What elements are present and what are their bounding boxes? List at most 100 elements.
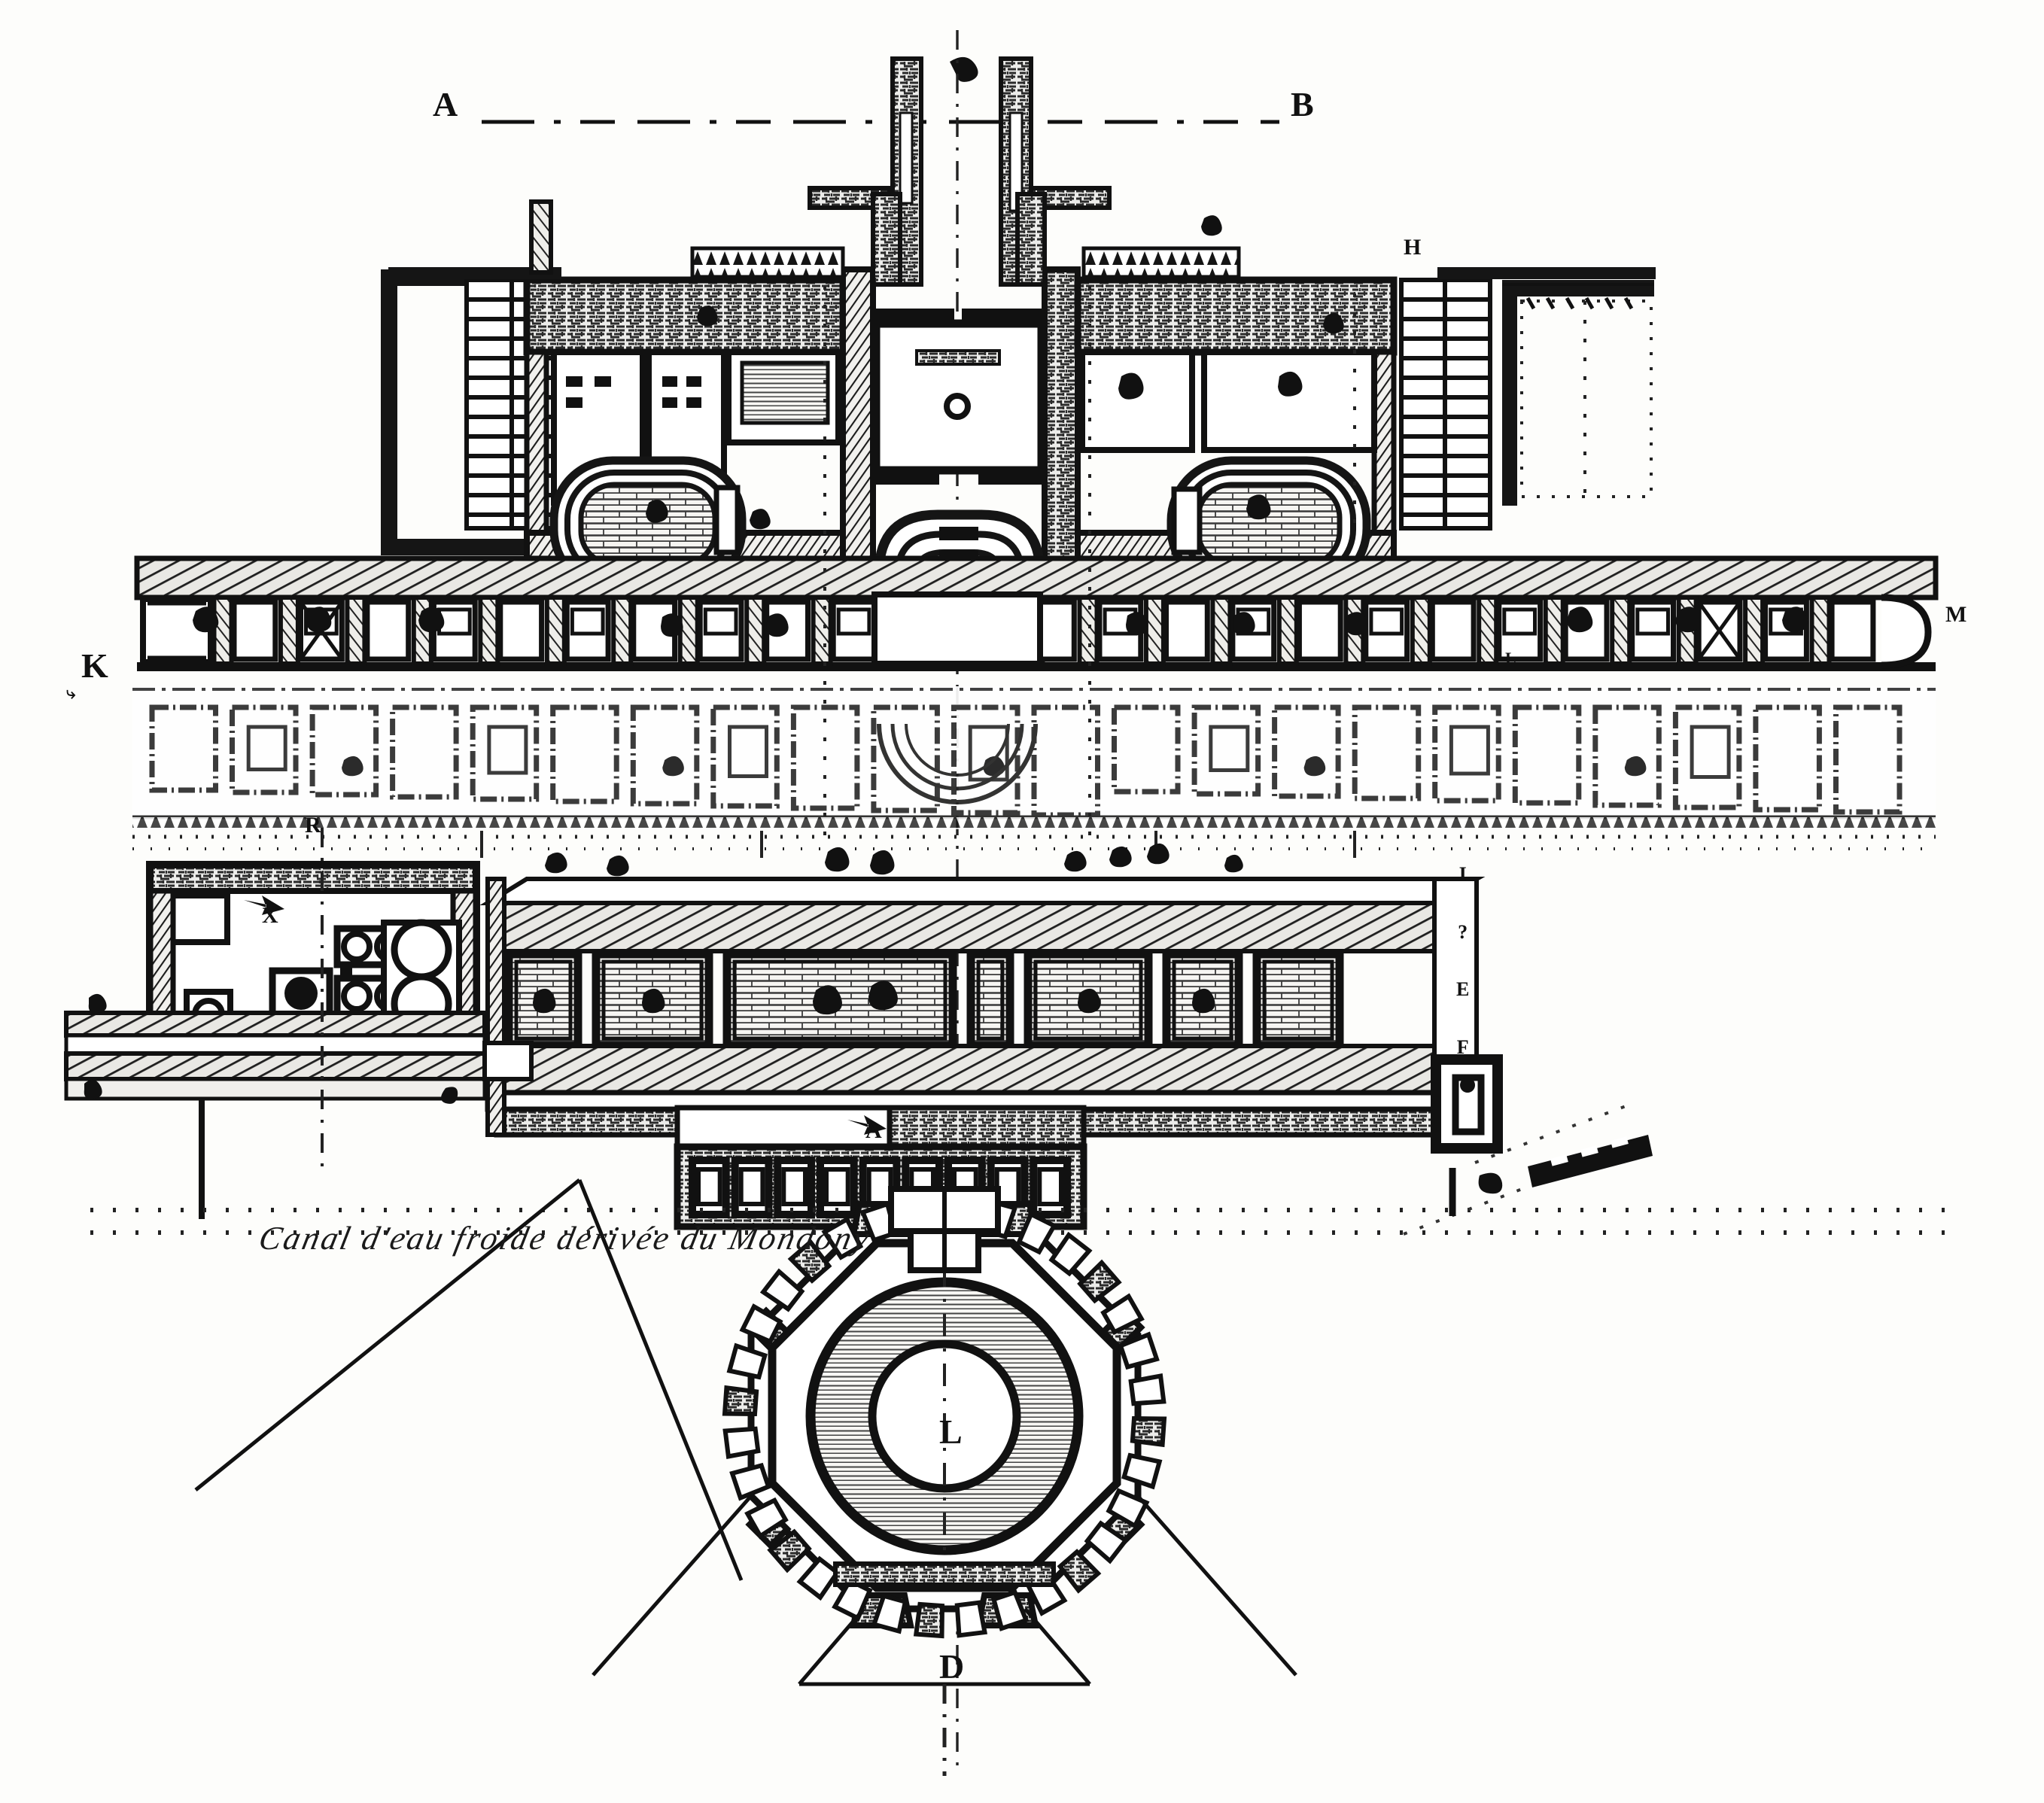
octagon-voussoir <box>913 1601 945 1639</box>
canal-caption: Canal d'eau froide dérivée du Mondony <box>255 1220 874 1257</box>
lower-room <box>390 704 459 800</box>
pool-figure-glyph <box>868 981 898 1011</box>
gallery-pier <box>1143 595 1166 666</box>
lower-room <box>149 704 218 793</box>
site-dotted-boundaries <box>132 286 1936 858</box>
label-m: M <box>1945 602 1967 627</box>
gallery-pier <box>478 595 500 666</box>
gallery-window <box>1369 607 1404 636</box>
gallery-window <box>1502 607 1538 636</box>
pool-figure-glyph <box>642 988 665 1014</box>
gallery-pier <box>1809 595 1832 666</box>
label-k: K <box>81 646 109 685</box>
lower-room <box>1753 704 1822 813</box>
gallery-pier <box>1276 595 1299 666</box>
scale-bar-detail <box>1528 1135 1653 1187</box>
furnace-boiler-block <box>146 861 480 1060</box>
octagon-voussoir <box>726 1342 768 1380</box>
central-upper-room <box>871 309 1046 485</box>
small-cell-inner <box>696 1167 722 1206</box>
octagon-voussoir <box>722 1385 759 1417</box>
bath-pool-rim <box>1033 959 1143 1041</box>
plan-figure-glyphs <box>193 215 1808 637</box>
gallery-pier <box>744 595 767 666</box>
gallery-pier <box>211 595 234 666</box>
middle-pool-hall <box>479 843 1486 1138</box>
label-k-tick: ⤷ <box>66 683 76 702</box>
octagon-voussoir <box>1118 1331 1160 1370</box>
gallery-pier <box>278 595 300 666</box>
label-section-a-left: A <box>433 85 458 123</box>
lower-room-inner <box>487 725 528 775</box>
label-l-octagon: L <box>939 1412 963 1451</box>
lower-room-strip <box>132 686 1936 829</box>
octagon-voussoir <box>739 1303 783 1345</box>
octagon-voussoir <box>821 1216 864 1260</box>
octagon-voussoir <box>990 1589 1030 1631</box>
bath-pool-rim <box>601 959 704 1041</box>
bath-pool <box>1252 950 1344 1050</box>
arcaded-gallery-band <box>134 555 1939 671</box>
bath-pool-rim <box>514 959 573 1041</box>
lower-room <box>1112 704 1181 795</box>
lower-room-inner <box>1209 725 1250 772</box>
bath-pool-rim <box>1262 959 1334 1041</box>
room-figure-glyph <box>1303 756 1326 777</box>
lower-room <box>550 704 619 804</box>
gallery-pier <box>1610 595 1632 666</box>
edge-letter: E <box>1456 978 1470 1001</box>
gallery-pier <box>1210 595 1233 666</box>
lower-room <box>1512 704 1582 806</box>
pool-figure-glyph <box>533 988 556 1014</box>
gallery-pier <box>1410 595 1432 666</box>
gallery-pier <box>345 595 367 666</box>
gallery-bay <box>1429 599 1477 662</box>
gallery-window <box>570 607 605 636</box>
lower-room <box>630 704 700 807</box>
octagon-voussoir <box>759 1268 805 1312</box>
gallery-bay <box>1163 599 1210 662</box>
octagon-voussoir <box>767 1528 812 1573</box>
lower-room <box>1833 704 1903 815</box>
pool-figure-glyph <box>813 985 842 1015</box>
small-cell-inner <box>738 1167 765 1206</box>
lower-room-inner <box>1449 725 1490 776</box>
gallery-pier <box>611 595 634 666</box>
right-courtyard <box>1502 280 1654 506</box>
octagon-voussoir <box>1100 1293 1145 1336</box>
label-section-b-right: B <box>1291 85 1315 123</box>
label-a-middle: A <box>865 1118 883 1143</box>
gallery-window <box>836 607 871 636</box>
octagon-voussoir <box>787 1239 832 1284</box>
room-figure-glyph <box>342 756 363 777</box>
room-figure-glyph <box>662 756 684 777</box>
gallery-bay <box>364 599 412 662</box>
edge-letter: F <box>1456 1036 1469 1059</box>
label-l-strip: L <box>1505 649 1517 667</box>
octagon-voussoir <box>1130 1415 1167 1448</box>
gallery-cross-brace <box>1697 600 1742 661</box>
gallery-pier <box>811 595 833 666</box>
edge-letter: ? <box>1458 920 1468 943</box>
octagon-voussoir <box>1128 1373 1166 1406</box>
gallery-bay <box>497 599 545 662</box>
lower-room <box>1592 704 1662 808</box>
small-cell-inner <box>866 1167 893 1206</box>
octagon-voussoir <box>871 1593 908 1634</box>
lower-room <box>1352 704 1422 801</box>
octagon-voussoir <box>1048 1231 1093 1277</box>
octagon-voussoir <box>1106 1488 1150 1529</box>
lower-room <box>1272 704 1341 799</box>
octagon-voussoir <box>796 1555 841 1601</box>
bath-pool-rim <box>976 959 1005 1041</box>
label-d-bottom: D <box>939 1647 965 1686</box>
lower-room <box>309 704 379 798</box>
gallery-bay <box>1296 599 1343 662</box>
gallery-window <box>703 607 738 636</box>
octagon-voussoir <box>1084 1520 1130 1564</box>
edge-letter: I <box>1458 863 1467 885</box>
octagon-voussoir <box>722 1426 761 1460</box>
octagon-voussoir <box>1057 1549 1102 1594</box>
